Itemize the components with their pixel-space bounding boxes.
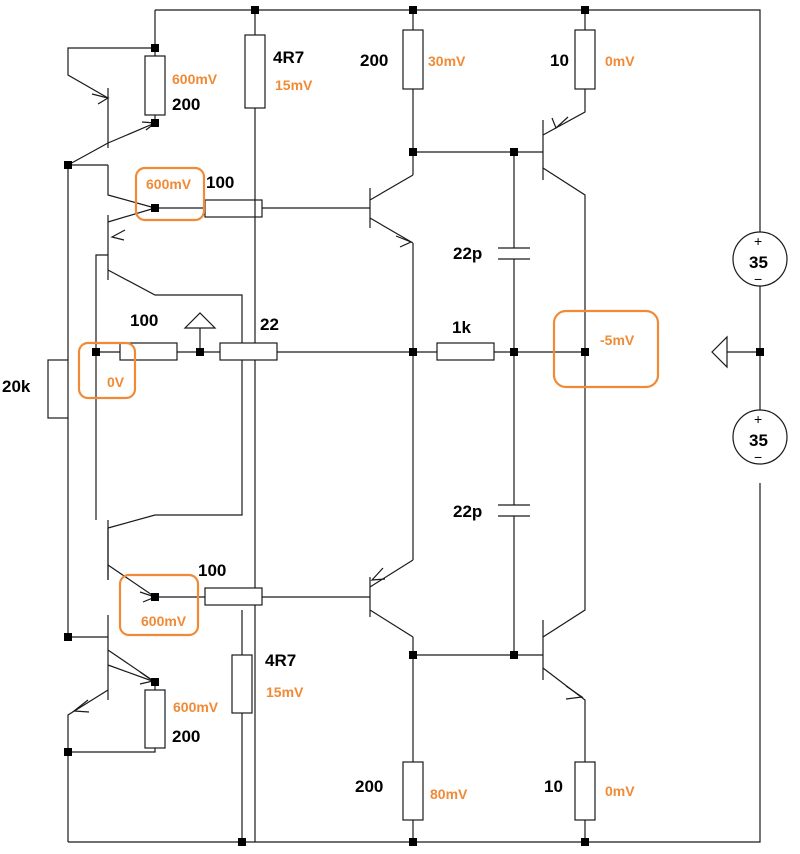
negative-rail	[68, 483, 761, 843]
ann-v-coll-bottom: 80mV	[430, 786, 468, 802]
highlight-base-node-top	[134, 166, 206, 222]
supply-bottom-value: 35	[749, 431, 768, 450]
label-r-bias-left: 20k	[2, 377, 31, 396]
driver-top-arrow	[110, 229, 126, 241]
label-r-coll-top: 200	[360, 51, 388, 70]
highlight-output-node	[552, 309, 660, 389]
supply-bottom-minus: −	[754, 449, 762, 465]
q-out-top-arrow	[551, 116, 569, 130]
label-r-sense-bottom: 4R7	[265, 651, 296, 670]
label-r-in-mid: 22	[260, 315, 279, 334]
ground-symbol-output	[711, 335, 728, 369]
resistor-base-bottom	[204, 587, 263, 606]
capacitor-top	[498, 247, 530, 260]
ann-v-emit-top: 0mV	[605, 53, 635, 69]
ann-v-input: 0V	[107, 374, 125, 390]
mirror-bottom-arrow-2	[72, 699, 90, 713]
highlight-input-node	[77, 341, 137, 400]
label-r-base-top: 100	[206, 173, 234, 192]
resistor-sense-bottom	[231, 654, 253, 714]
input-stage-bottom-wires	[155, 352, 414, 655]
ann-v-sense-top: 15mV	[275, 77, 313, 93]
resistor-mirror-top	[144, 55, 166, 116]
mirror-top-arrow	[91, 93, 110, 105]
label-r-mirror-bottom: 200	[172, 727, 200, 746]
q-top-arrow	[395, 235, 413, 248]
label-r-base-bottom: 100	[198, 561, 226, 580]
supply-top	[732, 231, 788, 287]
driver-top-wires	[107, 207, 243, 580]
q-out-bottom-arrow	[565, 685, 584, 700]
supply-top-value: 35	[749, 253, 768, 272]
supply-ground-wire	[727, 286, 761, 410]
resistor-output	[436, 342, 495, 361]
label-r-emit-top: 10	[550, 51, 569, 70]
coll-bottom-wires	[412, 654, 543, 842]
highlight-base-node-bottom	[118, 573, 200, 637]
label-c-top: 22p	[453, 244, 482, 263]
resistor-input-left	[119, 342, 178, 361]
resistor-coll-top	[402, 29, 424, 90]
output-node-wires	[413, 152, 585, 655]
driver-bottom-wires	[107, 528, 156, 598]
label-c-bottom: 22p	[453, 502, 482, 521]
capacitor-bottom	[498, 504, 530, 517]
emit-top-wires	[542, 10, 586, 352]
supply-bottom	[732, 409, 788, 465]
mirror-bottom-wires	[67, 615, 156, 842]
ann-v-coll-top: 30mV	[428, 53, 466, 69]
supply-bottom-plus: +	[754, 411, 762, 427]
input-bias-wire	[95, 254, 108, 352]
ann-v-base-node-top: 600mV	[146, 176, 192, 192]
label-r-emit-bottom: 10	[544, 777, 563, 796]
resistor-mirror-bottom	[144, 689, 166, 749]
resistor-coll-bottom	[402, 761, 424, 821]
label-r-out: 1k	[452, 318, 471, 337]
resistor-bias-left	[47, 359, 69, 419]
junction-dots	[64, 6, 764, 846]
voltage-annotations: 600mV 15mV 30mV 0mV 600mV 0V -5mV 600mV …	[107, 53, 635, 802]
supply-top-minus: −	[754, 271, 762, 287]
resistor-input-mid	[219, 342, 278, 361]
label-r-coll-bottom: 200	[355, 777, 383, 796]
emit-bottom-wires	[542, 352, 586, 842]
label-r-mirror-top: 200	[172, 95, 200, 114]
mirror-top-wires	[67, 47, 156, 166]
coll-top-wires	[412, 10, 543, 153]
label-r-sense-top: 4R7	[273, 48, 304, 67]
mirror-top-diode-wire	[68, 164, 156, 209]
resistor-sense-top	[244, 34, 266, 109]
positive-rail	[154, 9, 761, 232]
ann-v-mirror-top: 600mV	[172, 71, 218, 87]
ann-v-base-node-bottom: 600mV	[141, 613, 187, 629]
resistor-base-top	[204, 199, 263, 218]
ann-v-sense-bottom: 15mV	[266, 684, 304, 700]
resistor-emit-bottom	[574, 761, 596, 821]
label-r-in-left: 100	[130, 311, 158, 330]
input-stage-top-wires	[155, 152, 414, 352]
supply-top-plus: +	[754, 233, 762, 249]
ground-symbol-input	[183, 312, 217, 329]
ann-v-emit-bottom: 0mV	[605, 783, 635, 799]
q-bottom-arrow	[370, 567, 386, 581]
ann-v-output: -5mV	[600, 332, 635, 348]
ann-v-mirror-bottom: 600mV	[173, 699, 219, 715]
resistor-emit-top	[574, 29, 596, 90]
